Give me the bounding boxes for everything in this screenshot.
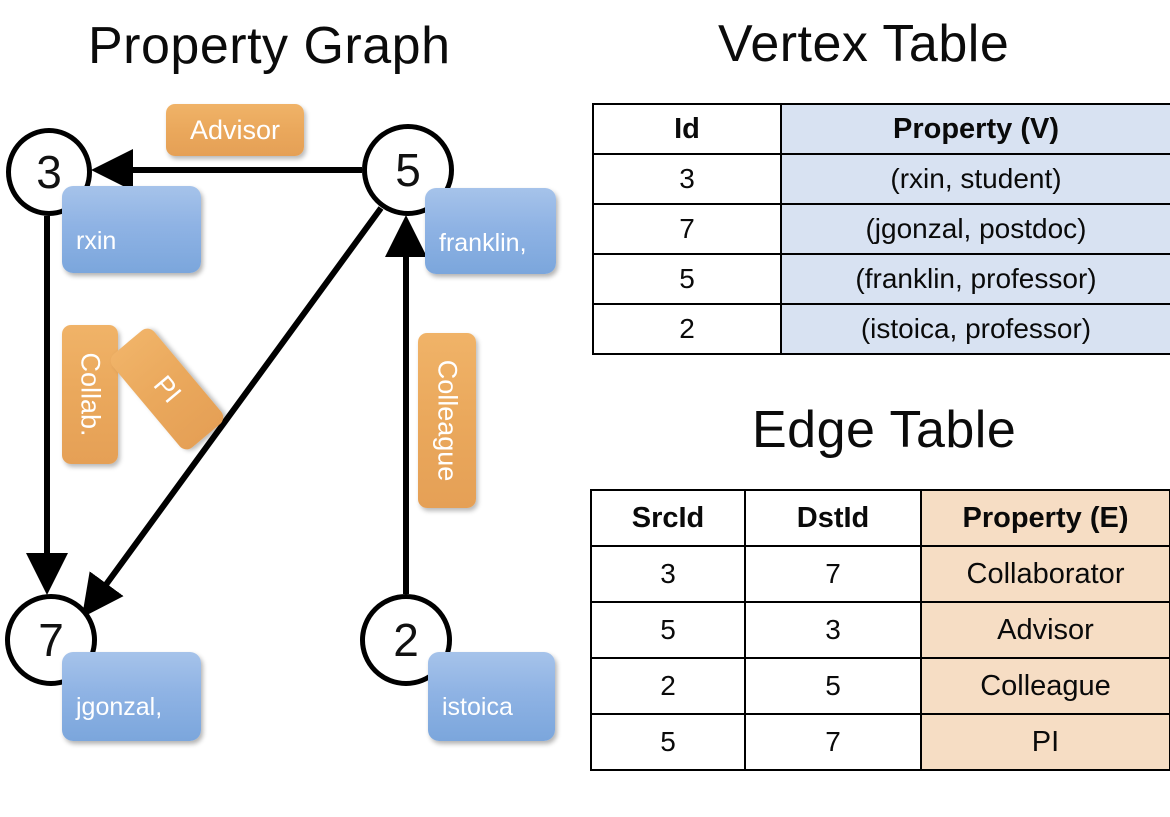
edge-cell-srcid: 5 (590, 713, 746, 771)
node-property-line-1: istoica (442, 693, 513, 722)
node-property-line-2: prof. (442, 755, 493, 784)
node-property-line-2: pst.doc. (76, 755, 164, 784)
page-title-vertex-table: Vertex Table (718, 15, 1010, 73)
edge-cell-dstid: 7 (744, 713, 922, 771)
vertex-cell-property: (franklin, professor) (780, 253, 1170, 305)
vertex-table: Id Property (V) 3 (rxin, student) 7 (jgo… (592, 103, 1170, 355)
edge-cell-srcid: 5 (590, 601, 746, 659)
property-graph-panel: Property Graph 3 5 7 2 rxin stu. frankli… (0, 0, 585, 784)
edge-label-text: PI (147, 369, 188, 409)
table-row: 2 (istoica, professor) (592, 303, 1170, 355)
edge-cell-property: PI (920, 713, 1170, 771)
edge-header-srcid: SrcId (590, 489, 746, 547)
edge-cell-property: Colleague (920, 657, 1170, 715)
edge-label-advisor: Advisor (166, 104, 304, 156)
vertex-cell-id: 2 (592, 303, 782, 355)
edge-header-property: Property (E) (920, 489, 1170, 547)
edge-label-text: Colleague (432, 359, 463, 482)
node-property-line-1: jgonzal, (76, 693, 163, 722)
edge-label-colleague: Colleague (418, 333, 476, 508)
vertex-cell-property: (jgonzal, postdoc) (780, 203, 1170, 255)
edge-table: SrcId DstId Property (E) 3 7 Collaborato… (590, 489, 1170, 771)
edge-cell-srcid: 2 (590, 657, 746, 715)
node-property-line-2: prof. (439, 291, 490, 320)
graph-edges-canvas (26, 149, 427, 618)
edge-label-collab: Collab. (62, 325, 118, 464)
page-title-property-graph: Property Graph (88, 17, 451, 75)
node-property-box-rxin: rxin stu. (62, 186, 201, 318)
graph-node-2[interactable]: 2 (360, 594, 452, 686)
table-row: 2 5 Colleague (590, 657, 1170, 715)
edge-cell-property: Advisor (920, 601, 1170, 659)
node-property-box-franklin: franklin, prof. (425, 188, 556, 320)
table-row: 3 (rxin, student) (592, 153, 1170, 205)
edge-cell-srcid: 3 (590, 545, 746, 603)
table-header-row: SrcId DstId Property (E) (590, 489, 1170, 547)
edge-cell-dstid: 5 (744, 657, 922, 715)
node-property-box-istoica: istoica prof. (428, 652, 555, 784)
vertex-header-id: Id (592, 103, 782, 155)
vertex-cell-id: 3 (592, 153, 782, 205)
edge-header-dstid: DstId (744, 489, 922, 547)
node-property-line-1: franklin, (439, 229, 527, 258)
edge-cell-dstid: 3 (744, 601, 922, 659)
table-row: 5 7 PI (590, 713, 1170, 771)
edge-label-text: Advisor (189, 114, 281, 145)
edge-5-to-7 (81, 206, 384, 618)
node-property-box-jgonzal: jgonzal, pst.doc. (62, 652, 201, 784)
vertex-cell-id: 7 (592, 203, 782, 255)
page-title-edge-table: Edge Table (752, 401, 1017, 459)
table-row: 5 (franklin, professor) (592, 253, 1170, 305)
table-header-row: Id Property (V) (592, 103, 1170, 155)
table-row: 7 (jgonzal, postdoc) (592, 203, 1170, 255)
table-row: 3 7 Collaborator (590, 545, 1170, 603)
vertex-cell-id: 5 (592, 253, 782, 305)
edge-label-text: Collab. (75, 352, 106, 437)
graph-node-5[interactable]: 5 (362, 124, 454, 216)
edge-cell-dstid: 7 (744, 545, 922, 603)
edge-cell-property: Collaborator (920, 545, 1170, 603)
vertex-cell-property: (rxin, student) (780, 153, 1170, 205)
node-property-line-2: stu. (76, 289, 117, 318)
table-row: 5 3 Advisor (590, 601, 1170, 659)
vertex-header-property: Property (V) (780, 103, 1170, 155)
vertex-cell-property: (istoica, professor) (780, 303, 1170, 355)
node-property-line-1: rxin (76, 227, 117, 256)
